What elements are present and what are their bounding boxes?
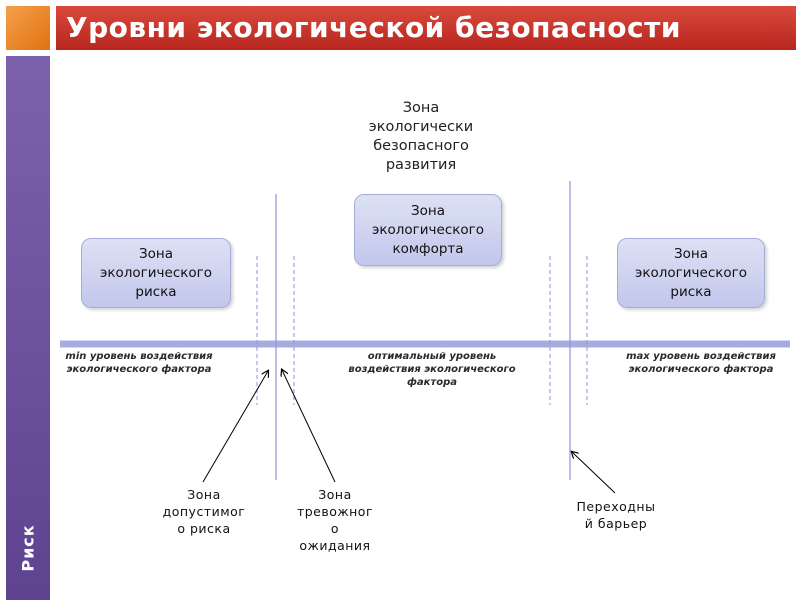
note-acceptable-risk: Зона допустимог о риска	[162, 487, 246, 536]
note-alarm-waiting: Зона тревожног о ожидания	[296, 487, 374, 553]
slide-title: Уровни экологической безопасности	[66, 11, 681, 44]
accent-square	[6, 6, 50, 50]
arrow-acceptable-risk	[202, 371, 268, 483]
side-bar: Риск	[6, 56, 50, 600]
axis-label-max: max уровень воздействия экологического ф…	[626, 351, 776, 375]
arrow-alarm-waiting	[282, 370, 336, 483]
zone-box-risk-left: Зона экологического риска	[81, 238, 231, 308]
zone-box-risk-right: Зона экологического риска	[617, 238, 765, 308]
arrow-transition-barrier	[572, 452, 616, 494]
safe-zone-heading: Зона экологически безопасного развития	[368, 100, 474, 173]
note-transition-barrier: Переходны й барьер	[576, 499, 656, 531]
axis-label-optimal: оптимальный уровень воздействия экологич…	[348, 351, 516, 388]
axis-label-min: min уровень воздействия экологического ф…	[65, 351, 213, 375]
title-bar: Уровни экологической безопасности	[56, 6, 796, 50]
zone-box-comfort: Зона экологического комфорта	[354, 194, 502, 266]
